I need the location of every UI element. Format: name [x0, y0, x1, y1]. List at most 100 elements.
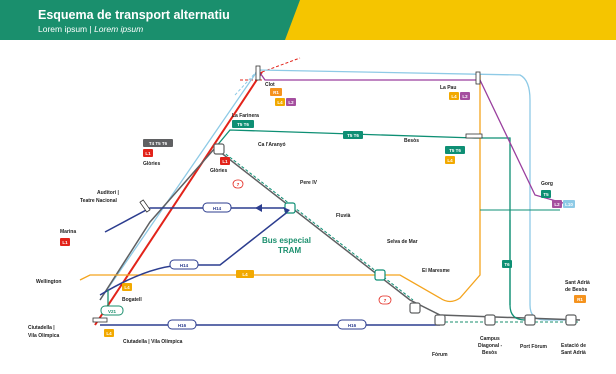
label-clot: Clot: [265, 82, 275, 88]
metro-l4-line: [79, 75, 481, 303]
badge-l4-clot: [275, 98, 285, 106]
badge-l1-marina-text: L1: [62, 240, 68, 245]
label-besos: Besòs: [404, 138, 419, 144]
stop-glories[interactable]: [213, 143, 225, 155]
label-campus-1: Campus: [480, 336, 500, 342]
badge-t6-trunk-text: T6: [504, 262, 510, 267]
tram-t4-line: [99, 146, 581, 321]
badge-l4-mid-text: L4: [242, 272, 248, 277]
label-la-farinera: La Farinera: [232, 113, 259, 119]
stop-forum[interactable]: [434, 314, 446, 326]
badge-l4-mid: [236, 270, 254, 278]
light-blue-line: [99, 69, 570, 321]
page-subtitle: Lorem ipsum | Lorem ipsum: [38, 24, 143, 34]
stop-selva[interactable]: [374, 269, 386, 281]
badge-group: R1 L4 L2 L4 L2 T5 T6 T5 T6 T5 T6 L4 T4 T…: [60, 88, 586, 337]
arrow-left-icon: [255, 204, 262, 212]
badge-r1-santadria: [574, 295, 586, 303]
badge-h16-left: [167, 319, 197, 330]
badge-h14-bottom-text: H14: [180, 263, 189, 268]
badge-bus7-a-text: 7: [237, 182, 240, 187]
badge-l4-lapau-text: L4: [451, 94, 457, 99]
label-can-ricart: Ca l'Aranyó: [258, 142, 286, 148]
label-bus-especial-2: TRAM: [278, 246, 301, 255]
badge-h16-right: [337, 319, 367, 330]
badge-l1-glories2: [220, 157, 230, 165]
stop-port-forum[interactable]: [524, 314, 536, 326]
badge-r1-santadria-text: R1: [577, 297, 583, 302]
light-blue-dashed: [234, 69, 259, 96]
stop-campus[interactable]: [484, 314, 496, 326]
stop-sant-adria[interactable]: [565, 314, 577, 326]
tram-t5t6-line: [214, 129, 526, 321]
label-port-forum: Port Fòrum: [520, 344, 547, 350]
badge-l4-bogatell-text: L4: [124, 285, 130, 290]
stop-clot[interactable]: [255, 65, 261, 81]
label-teatre: Teatre Nacional: [80, 198, 117, 204]
label-ciutadella-1: Ciutadella |: [28, 325, 55, 331]
label-campus-3: Besòs: [482, 350, 497, 356]
header-background: [0, 0, 616, 40]
stop-la-pau[interactable]: [475, 71, 481, 85]
badge-l4-clot-text: L4: [277, 100, 283, 105]
badge-h14-top: [202, 202, 232, 213]
badge-h16-left-text: H16: [178, 323, 187, 328]
subtitle-part-b: Lorem ipsum: [94, 24, 144, 34]
badge-l4-lapau: [449, 92, 459, 100]
badge-l4-ciutadella-text: L4: [106, 331, 112, 336]
label-forum: Fòrum: [432, 352, 448, 358]
badge-t5t6-farinera-text: T5 T6: [237, 122, 249, 127]
stop-besos[interactable]: [465, 133, 483, 139]
badge-bus7-b: [378, 295, 392, 305]
label-wellington: Wellington: [36, 279, 61, 285]
stop-auditori[interactable]: [139, 199, 151, 213]
badge-bus7-a: [232, 179, 244, 189]
subtitle-separator: |: [87, 24, 95, 34]
badge-l2-gorg: [552, 200, 562, 208]
badge-t5-gorg-text: T5: [543, 192, 549, 197]
badge-h14-bottom: [169, 259, 199, 270]
label-la-pau: La Pau: [440, 85, 456, 91]
label-ciutadella-2: Vila Olímpica: [28, 333, 60, 339]
badge-v21-text: V21: [108, 309, 117, 314]
badge-l2-gorg-text: L2: [554, 202, 560, 207]
badge-r1-clot: [270, 88, 282, 96]
label-ciutadella-metro: Ciutadella | Vila Olímpica: [123, 339, 183, 345]
badge-h14-top-text: H14: [213, 206, 222, 211]
label-marina: Marina: [60, 229, 76, 235]
label-campus-2: Diagonal -: [478, 343, 503, 349]
label-auditori: Auditori |: [97, 190, 120, 196]
badge-l1-glories2-text: L1: [222, 159, 228, 164]
label-gorg: Gorg: [541, 181, 553, 187]
label-fluvia: Fluvià: [336, 213, 351, 219]
label-glories-t: Glòries: [143, 161, 160, 167]
badge-t5t6-besos-text: T5 T6: [449, 148, 461, 153]
badge-t5t6-besos: [445, 146, 465, 154]
badge-l1-marina: [60, 238, 70, 246]
label-glories-m: Glòries: [210, 168, 227, 174]
label-selva: Selva de Mar: [387, 239, 418, 245]
badge-t5t6-line: [343, 131, 363, 139]
badge-t6-trunk: [502, 260, 512, 268]
arrow-up-right-icon: [283, 207, 290, 214]
badge-t4t5t6-glories-text: T4 T5 T6: [149, 141, 168, 146]
label-maresme: El Maresme: [422, 268, 450, 274]
badge-l10-gorg-text: L10: [565, 202, 573, 207]
label-sant-adria-top: Sant Adrià: [565, 280, 590, 286]
badge-v21: [100, 305, 124, 316]
label-estacio-2: Sant Adrià: [561, 350, 586, 356]
badge-bus7-b-text: 7: [384, 298, 387, 303]
badge-l4-besos-text: L4: [447, 158, 453, 163]
station-labels: Clot La Pau La Farinera Besòs Ca l'Arany…: [28, 82, 590, 358]
stop-maresme[interactable]: [409, 302, 421, 314]
badge-l4-besos: [445, 156, 455, 164]
badge-l10-gorg: [563, 200, 575, 208]
badge-l4-bogatell: [122, 283, 132, 291]
rodalies-line: [94, 71, 263, 326]
badge-h16-right-text: H16: [348, 323, 357, 328]
badge-r1-clot-text: R1: [273, 90, 279, 95]
label-sant-adria-top2: de Besòs: [565, 287, 587, 293]
label-bus-especial: Bus especial: [262, 236, 311, 245]
stop-ciutadella[interactable]: [92, 317, 108, 323]
